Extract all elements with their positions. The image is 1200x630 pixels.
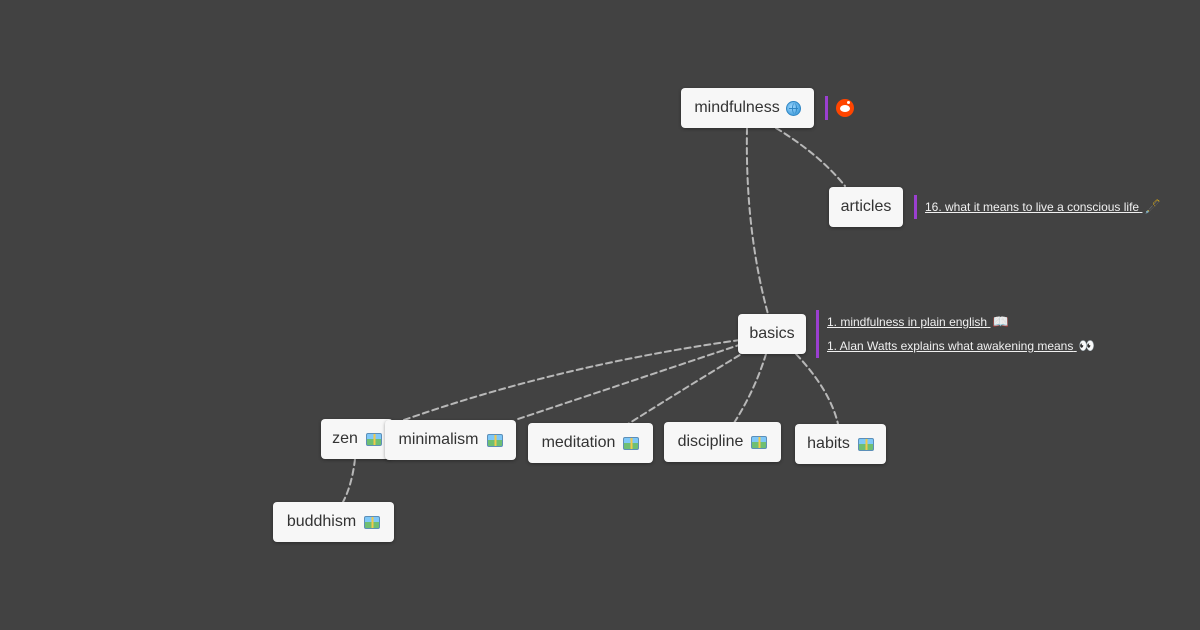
map-icon bbox=[364, 515, 381, 529]
edge-zen-buddhism bbox=[342, 458, 356, 503]
globe-icon bbox=[785, 100, 801, 116]
edge-basics-minimalism bbox=[514, 343, 743, 421]
node-zen[interactable]: zen bbox=[321, 419, 393, 459]
note-articles: 16. what it means to live a conscious li… bbox=[914, 195, 1161, 219]
node-discipline-label: discipline bbox=[677, 433, 744, 450]
link-conscious-life-text: 16. what it means to live a conscious li… bbox=[925, 200, 1140, 214]
node-articles[interactable]: articles bbox=[829, 187, 903, 227]
node-discipline[interactable]: discipline bbox=[664, 422, 781, 462]
node-meditation[interactable]: meditation bbox=[528, 423, 653, 463]
edge-mindfulness-basics bbox=[745, 127, 769, 315]
link-alan-watts[interactable]: 1. Alan Watts explains what awakening me… bbox=[827, 334, 1095, 358]
map-icon bbox=[857, 437, 874, 451]
map-icon bbox=[623, 436, 640, 450]
map-icon bbox=[365, 432, 382, 446]
reddit-icon[interactable] bbox=[836, 99, 854, 117]
note-basics: 1. mindfulness in plain english 📖 1. Ala… bbox=[816, 310, 1095, 358]
edge-basics-habits bbox=[795, 353, 839, 425]
edge-mindfulness-articles bbox=[775, 127, 846, 187]
edge-basics-discipline bbox=[733, 353, 767, 424]
node-basics[interactable]: basics bbox=[738, 314, 806, 354]
node-habits-label: habits bbox=[807, 435, 850, 452]
edge-basics-meditation bbox=[627, 349, 749, 425]
link-mindfulness-plain-english[interactable]: 1. mindfulness in plain english 📖 bbox=[827, 310, 1095, 334]
book-icon: 📖 bbox=[992, 314, 1009, 329]
link-alan-watts-text: 1. Alan Watts explains what awakening me… bbox=[827, 339, 1074, 353]
node-minimalism[interactable]: minimalism bbox=[385, 420, 516, 460]
node-mindfulness[interactable]: mindfulness bbox=[681, 88, 814, 128]
node-minimalism-label: minimalism bbox=[398, 431, 479, 448]
edge-basics-zen bbox=[403, 339, 741, 421]
node-meditation-label: meditation bbox=[541, 434, 616, 451]
node-articles-label: articles bbox=[840, 198, 892, 215]
node-buddhism[interactable]: buddhism bbox=[273, 502, 394, 542]
node-mindfulness-label: mindfulness bbox=[694, 99, 780, 116]
link-conscious-life[interactable]: 16. what it means to live a conscious li… bbox=[925, 195, 1161, 219]
node-buddhism-label: buddhism bbox=[286, 513, 357, 530]
pen-icon: 🖋️ bbox=[1144, 199, 1161, 214]
node-habits[interactable]: habits bbox=[795, 424, 886, 464]
eyes-icon: 👀 bbox=[1078, 338, 1095, 353]
map-icon bbox=[486, 433, 503, 447]
link-mindfulness-plain-english-text: 1. mindfulness in plain english bbox=[827, 315, 988, 329]
node-basics-label: basics bbox=[749, 325, 795, 342]
node-zen-label: zen bbox=[332, 430, 358, 447]
note-mindfulness bbox=[825, 96, 854, 120]
map-icon bbox=[751, 435, 768, 449]
